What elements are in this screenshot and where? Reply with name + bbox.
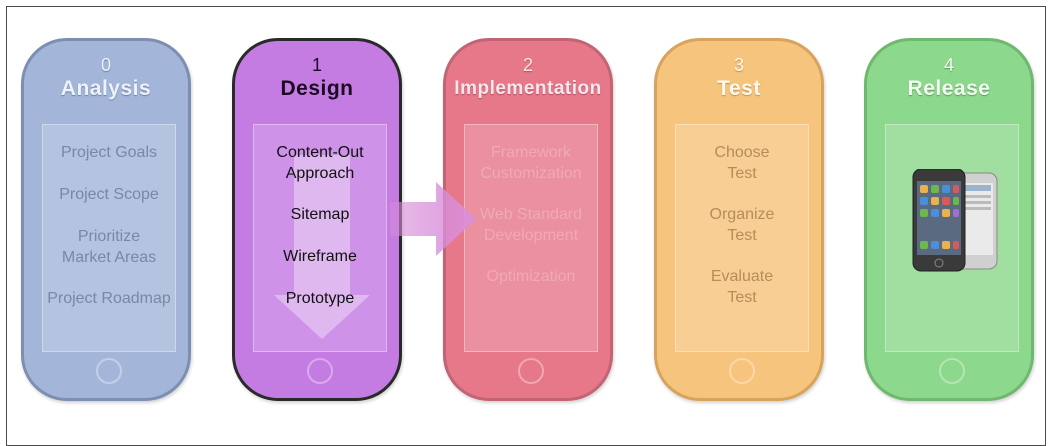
stage-item: Prioritize Market Areas xyxy=(61,228,157,266)
stage-item: Framework Customization xyxy=(480,144,582,182)
stage-number: 4 xyxy=(943,55,954,75)
stage-screen: Choose Test Organize Test Evaluate Test xyxy=(675,124,809,352)
stage-number: 0 xyxy=(100,55,111,75)
stage-title: Analysis xyxy=(60,77,152,100)
stage-title: Design xyxy=(280,77,354,100)
stage-release: 4 Release xyxy=(864,38,1034,401)
stage-design: 1 Design Content-Out Approach Sitemap Wi… xyxy=(232,38,402,401)
stage-item: Project Goals xyxy=(60,144,158,161)
home-button-icon xyxy=(96,358,122,384)
stage-item: Wireframe xyxy=(283,248,357,265)
stage-title: Test xyxy=(717,77,761,100)
home-button-icon xyxy=(939,358,965,384)
stage-item: Web Standard Development xyxy=(480,206,582,244)
smartphone-devices-icon xyxy=(912,169,998,272)
stage-screen: Framework Customization Web Standard Dev… xyxy=(464,124,598,352)
home-button-icon xyxy=(307,358,333,384)
stage-number: 1 xyxy=(311,55,322,75)
stage-screen: Project Goals Project Scope Prioritize M… xyxy=(42,124,176,352)
stage-title: Release xyxy=(907,77,991,100)
stage-screen xyxy=(885,124,1019,352)
stage-title: Implementation xyxy=(454,78,602,99)
stage-item: Optimization xyxy=(486,268,576,285)
stage-test: 3 Test Choose Test Organize Test Evaluat… xyxy=(654,38,824,401)
stage-item: Project Scope xyxy=(59,186,159,203)
stage-item: Prototype xyxy=(285,290,355,307)
right-arrow-icon xyxy=(390,182,476,256)
stage-item: Project Roadmap xyxy=(47,290,171,307)
stage-item: Organize Test xyxy=(709,206,775,244)
stage-item: Content-Out Approach xyxy=(276,144,364,182)
stage-item: Evaluate Test xyxy=(710,268,774,306)
stage-item: Sitemap xyxy=(290,206,350,223)
home-button-icon xyxy=(518,358,544,384)
home-button-icon xyxy=(729,358,755,384)
stage-number: 2 xyxy=(522,55,533,75)
stage-number: 3 xyxy=(733,55,744,75)
stage-analysis: 0 Analysis Project Goals Project Scope P… xyxy=(21,38,191,401)
down-arrow-icon xyxy=(274,155,370,339)
stage-item: Choose Test xyxy=(714,144,770,182)
stage-screen: Content-Out Approach Sitemap Wireframe P… xyxy=(253,124,387,352)
